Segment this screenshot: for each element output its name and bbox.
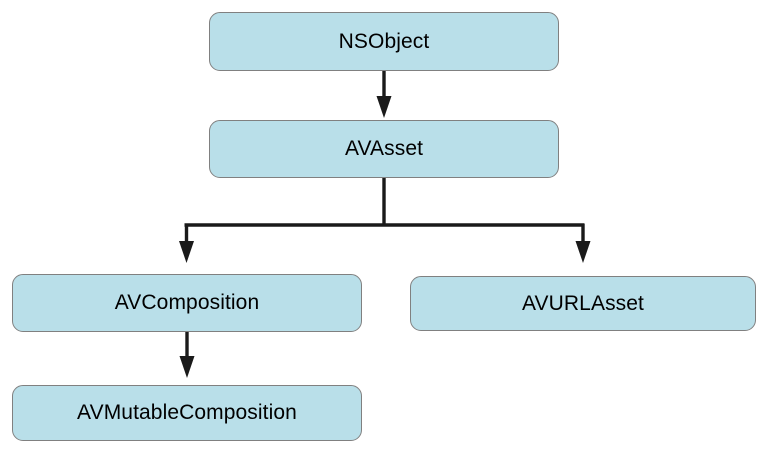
node-avmutablecomposition[interactable]: AVMutableComposition xyxy=(12,385,362,441)
node-nsobject-label: NSObject xyxy=(338,29,430,53)
node-avurlasset[interactable]: AVURLAsset xyxy=(410,276,756,331)
connector-nsobject-to-avasset xyxy=(376,71,392,118)
node-avmutablecomposition-label: AVMutableComposition xyxy=(77,401,297,424)
connector-branch-to-avurlasset xyxy=(575,224,591,263)
node-avasset[interactable]: AVAsset xyxy=(209,120,559,178)
connector-branch-to-avcomposition xyxy=(179,224,194,263)
connector-avasset-to-branch-bus xyxy=(184,178,585,227)
connector-avcomposition-to-avmutablecomposition xyxy=(179,332,195,378)
node-avurlasset-label: AVURLAsset xyxy=(522,291,644,315)
node-avcomposition-label: AVComposition xyxy=(114,291,260,314)
node-nsobject[interactable]: NSObject xyxy=(209,12,559,71)
node-avasset-label: AVAsset xyxy=(344,137,424,160)
node-avcomposition[interactable]: AVComposition xyxy=(12,274,362,332)
